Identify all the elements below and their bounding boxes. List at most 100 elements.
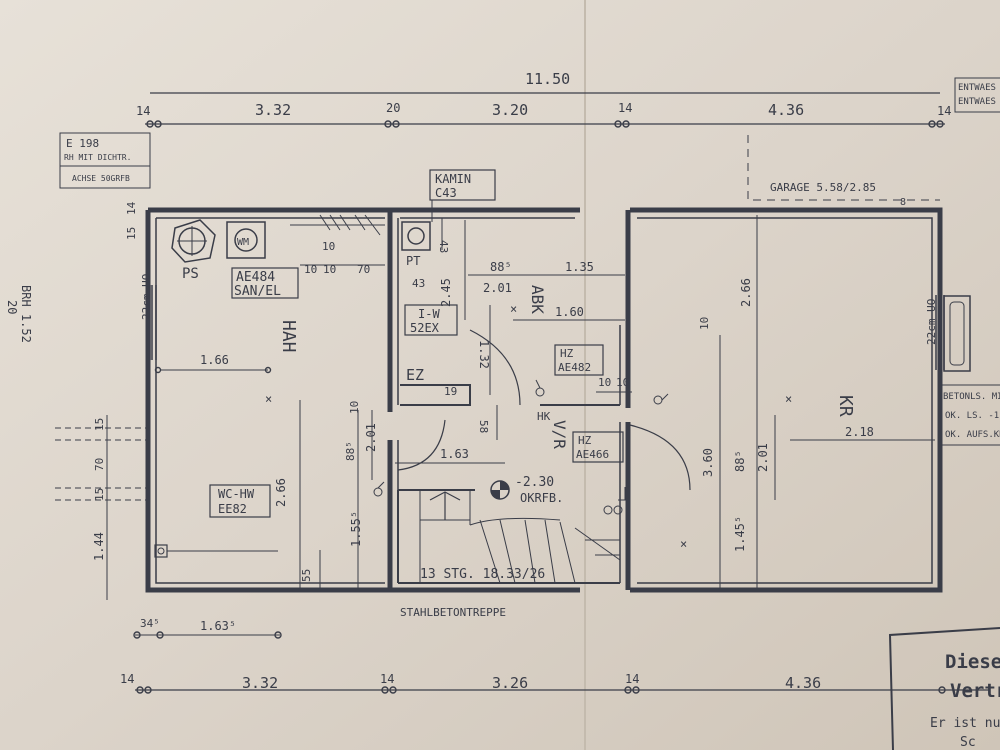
- left-dimension-chain: 15 70 15 1.44 14 15: [55, 201, 150, 600]
- svg-text:AE466: AE466: [576, 448, 609, 461]
- svg-text:10: 10: [322, 240, 335, 253]
- svg-text:14: 14: [120, 672, 134, 686]
- svg-text:OK. AUFS.KR: OK. AUFS.KR: [945, 430, 1000, 440]
- svg-text:10: 10: [304, 263, 317, 276]
- svg-text:70: 70: [357, 263, 370, 276]
- room-label-kr: KR: [835, 395, 856, 417]
- svg-text:88⁵: 88⁵: [490, 260, 512, 274]
- svg-text:55: 55: [300, 569, 313, 582]
- garage-label: GARAGE 5.58/2.85: [770, 181, 876, 194]
- top-dimension-chain: 11.50 14 3.32 20 3.20 14 4.36 14: [136, 70, 951, 128]
- hz-box-1: HZ AE482: [554, 344, 604, 376]
- overall-dimension: 11.50: [525, 70, 570, 88]
- betonls-box: BETONLS. MIT OK. LS. -1 OK. AUFS.KR: [939, 384, 1000, 446]
- level-marker: -2.30 OKRFB.: [490, 475, 563, 505]
- iw-box: I-W 52EX: [404, 304, 458, 336]
- bottom-dimension-chain: 34⁵ 1.63⁵ 14 3.32 14 3.26 14 4.36: [120, 617, 990, 694]
- walls: [145, 207, 971, 593]
- svg-text:2.45: 2.45: [439, 278, 453, 307]
- svg-text:8: 8: [900, 197, 906, 208]
- svg-text:2.18: 2.18: [845, 425, 874, 439]
- svg-text:EE82: EE82: [218, 502, 247, 516]
- svg-text:1.55⁵: 1.55⁵: [349, 511, 363, 547]
- svg-text:Sc: Sc: [960, 735, 976, 750]
- svg-text:2.01: 2.01: [364, 423, 378, 452]
- window-note: E 198 RH MIT DICHTR. ACHSE 50GRFB: [59, 132, 151, 189]
- svg-text:3.32: 3.32: [242, 674, 278, 692]
- sanel-box: AE484 SAN/EL: [231, 267, 299, 299]
- svg-text:10: 10: [323, 263, 336, 276]
- chimney-callout: KAMIN C43 PT: [406, 169, 496, 268]
- svg-text:Er ist nur: Er ist nur: [930, 716, 1000, 731]
- svg-text:10: 10: [348, 401, 361, 414]
- svg-text:I-W: I-W: [418, 307, 440, 321]
- room-label-vr: V/R: [550, 420, 569, 449]
- stairs-label: 13 STG. 18.33/26: [420, 567, 545, 582]
- svg-text:15: 15: [93, 418, 106, 431]
- dim-top-2: 3.32: [255, 101, 291, 119]
- switch-symbols: [373, 379, 669, 515]
- svg-text:OK. LS. -1: OK. LS. -1: [945, 411, 999, 421]
- svg-text:ENTWAES: ENTWAES: [958, 97, 996, 107]
- svg-text:15: 15: [125, 227, 138, 240]
- svg-text:3.60: 3.60: [701, 448, 715, 477]
- svg-text:ENTWAES: ENTWAES: [958, 83, 996, 93]
- svg-text:70: 70: [93, 458, 106, 471]
- room-label-ez: EZ: [406, 366, 424, 384]
- svg-text:14: 14: [125, 201, 138, 215]
- side-label-2: BRH 1.52: [19, 285, 33, 343]
- svg-text:RH MIT DICHTR.: RH MIT DICHTR.: [64, 153, 131, 162]
- side-label-1: 20: [5, 300, 19, 314]
- svg-text:1.60: 1.60: [555, 305, 584, 319]
- svg-text:52EX: 52EX: [410, 321, 440, 335]
- svg-text:88⁵: 88⁵: [344, 441, 357, 461]
- svg-text:4.36: 4.36: [785, 674, 821, 692]
- svg-text:×: ×: [510, 302, 517, 316]
- window-label-left: 22cm UO: [140, 274, 153, 320]
- window-label-right: 22cm UO: [925, 299, 938, 345]
- ps-fixture: PS: [171, 219, 216, 282]
- entwaes-box: ENTWAES ENTWAES: [954, 77, 1000, 113]
- svg-text:19: 19: [444, 385, 457, 398]
- svg-text:1.63: 1.63: [440, 447, 469, 461]
- svg-text:KAMIN: KAMIN: [435, 172, 471, 186]
- svg-text:3.26: 3.26: [492, 674, 528, 692]
- dim-top-6: 4.36: [768, 101, 804, 119]
- svg-text:×: ×: [680, 537, 687, 551]
- room-label-hk: HK: [537, 410, 551, 423]
- svg-text:1.66: 1.66: [200, 353, 229, 367]
- svg-text:14: 14: [380, 672, 394, 686]
- svg-text:1.32: 1.32: [477, 340, 491, 369]
- dim-top-1: 14: [136, 104, 150, 118]
- svg-text:E 198: E 198: [66, 137, 99, 150]
- svg-text:10: 10: [616, 376, 629, 389]
- ps-label: PS: [182, 266, 199, 282]
- room-label-abk: ABK: [528, 285, 547, 314]
- svg-text:-2.30: -2.30: [515, 475, 554, 490]
- svg-text:58: 58: [477, 420, 490, 433]
- svg-text:15: 15: [93, 488, 106, 501]
- svg-text:14: 14: [625, 672, 639, 686]
- svg-text:AE484: AE484: [236, 270, 275, 285]
- svg-text:WC-HW: WC-HW: [218, 487, 255, 501]
- svg-text:2.66: 2.66: [274, 478, 288, 507]
- svg-text:43: 43: [437, 240, 450, 253]
- svg-text:×: ×: [785, 392, 792, 406]
- svg-text:Vertr: Vertr: [950, 680, 1000, 702]
- svg-text:43: 43: [412, 277, 425, 290]
- garage-outline: GARAGE 5.58/2.85 8: [747, 135, 940, 208]
- svg-text:2.01: 2.01: [756, 443, 770, 472]
- svg-text:ACHSE 50GRFB: ACHSE 50GRFB: [72, 174, 130, 183]
- room-label-hah: HAH: [278, 320, 299, 353]
- svg-text:BETONLS. MIT: BETONLS. MIT: [943, 392, 1000, 402]
- svg-text:34⁵: 34⁵: [140, 617, 160, 630]
- svg-text:10: 10: [698, 317, 711, 330]
- svg-text:2.01: 2.01: [483, 281, 512, 295]
- dim-top-5: 14: [618, 101, 632, 115]
- svg-text:WM: WM: [237, 237, 249, 248]
- washing-machine: WM: [226, 221, 266, 259]
- svg-text:88⁵: 88⁵: [733, 450, 747, 472]
- svg-text:Diese: Diese: [945, 651, 1000, 673]
